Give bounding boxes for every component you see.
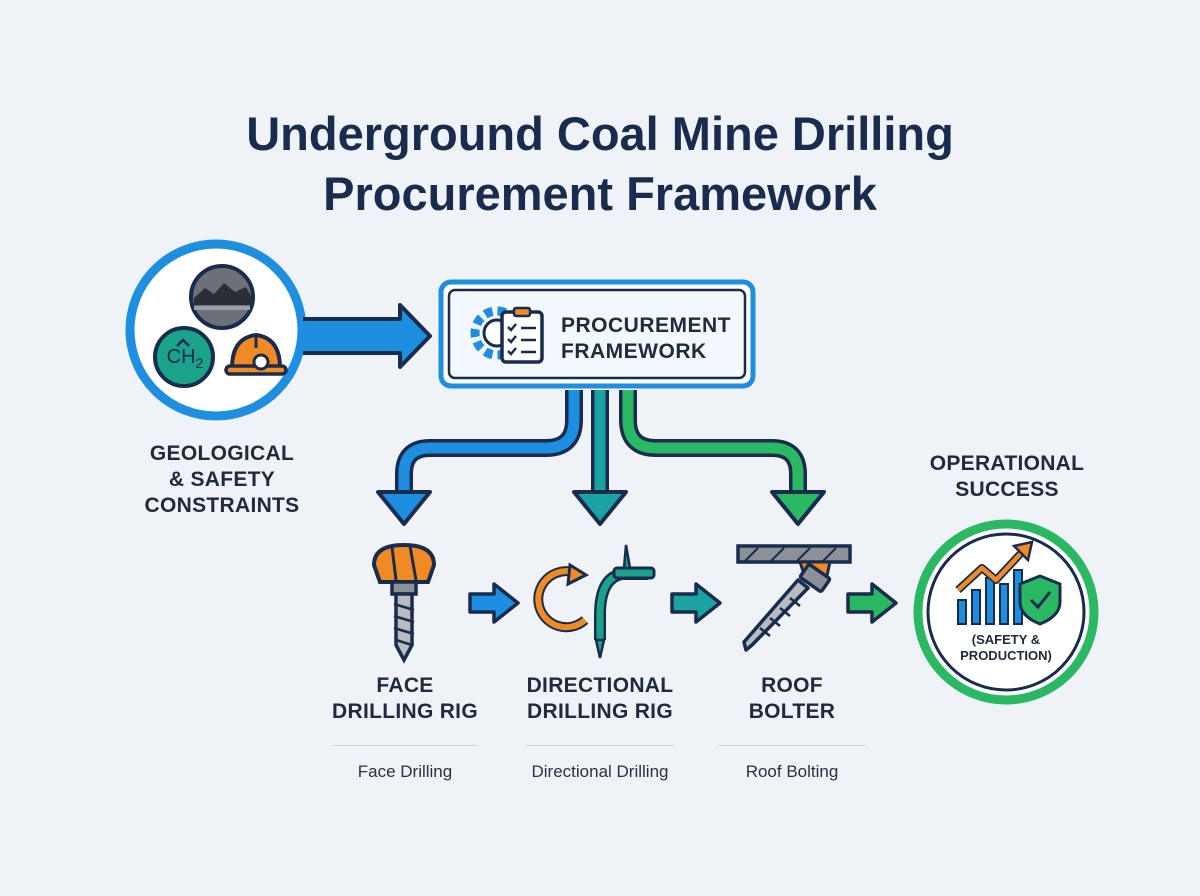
gas-formula: CH2	[164, 346, 206, 371]
success-label-line-1: OPERATIONAL	[929, 452, 1085, 475]
shield-check-icon	[1018, 574, 1062, 626]
constraints-label-line-3: CONSTRAINTS	[144, 494, 300, 517]
caption-roof: Roof Bolting	[745, 762, 839, 781]
separator-roof	[718, 745, 866, 746]
arrow-roof-to-success	[846, 582, 898, 624]
rig-label-directional: DIRECTIONAL DRILLING RIG	[490, 673, 710, 725]
framework-label: PROCUREMENT FRAMEWORK	[561, 313, 731, 365]
title-line-1: Underground Coal Mine Drilling	[246, 107, 954, 160]
rig-label-roof-line-2: BOLTER	[748, 700, 836, 723]
branch-arrow-roof	[619, 390, 826, 526]
roof-bolt-icon	[736, 544, 852, 652]
branch-arrow-face	[376, 390, 583, 526]
arrow-constraints-to-framework	[303, 303, 432, 369]
success-inner-line-1: (SAFETY &	[971, 632, 1041, 647]
growth-chart-icon	[955, 540, 1034, 625]
constraints-label-line-2: & SAFETY	[168, 468, 276, 491]
framework-label-line-2: FRAMEWORK	[561, 340, 707, 363]
arrow-directional-to-roof	[670, 582, 722, 624]
caption-face: Face Drilling	[357, 762, 453, 781]
rig-label-face-line-2: DRILLING RIG	[332, 700, 478, 723]
hard-hat-icon	[224, 327, 288, 387]
success-inner-text: (SAFETY & PRODUCTION)	[940, 632, 1072, 664]
page-title: Underground Coal Mine Drilling Procureme…	[0, 104, 1200, 224]
rig-label-roof: ROOF BOLTER	[692, 673, 892, 725]
separator-directional	[525, 745, 675, 746]
success-label: OPERATIONAL SUCCESS	[902, 451, 1112, 503]
separator-face	[332, 745, 478, 746]
gear-clipboard-icon	[470, 306, 544, 364]
rig-label-face: FACE DRILLING RIG	[305, 673, 505, 725]
constraints-label: GEOLOGICAL & SAFETY CONSTRAINTS	[122, 441, 322, 519]
rig-label-face-line-1: FACE	[376, 674, 434, 697]
title-line-2: Procurement Framework	[323, 167, 877, 220]
framework-label-line-1: PROCUREMENT	[561, 314, 732, 337]
framework-node	[438, 279, 756, 389]
gas-symbol: CH	[166, 346, 196, 368]
constraints-node	[125, 239, 307, 421]
drill-bit-icon	[371, 542, 437, 664]
rig-label-directional-line-1: DIRECTIONAL	[526, 674, 674, 697]
methane-gas-icon	[153, 326, 215, 388]
gas-subscript: 2	[195, 355, 204, 371]
rig-label-directional-line-2: DRILLING RIG	[527, 700, 673, 723]
constraints-label-line-1: GEOLOGICAL	[149, 442, 295, 465]
success-node	[913, 519, 1099, 705]
rig-label-roof-line-1: ROOF	[761, 674, 823, 697]
success-label-line-2: SUCCESS	[955, 478, 1059, 501]
caption-directional: Directional Drilling	[531, 762, 669, 781]
success-inner-line-2: PRODUCTION)	[960, 648, 1052, 663]
directional-drill-icon	[533, 544, 656, 659]
arrow-face-to-directional	[468, 582, 520, 624]
branch-arrow-directional	[572, 390, 628, 526]
coal-seam-icon	[189, 264, 255, 330]
